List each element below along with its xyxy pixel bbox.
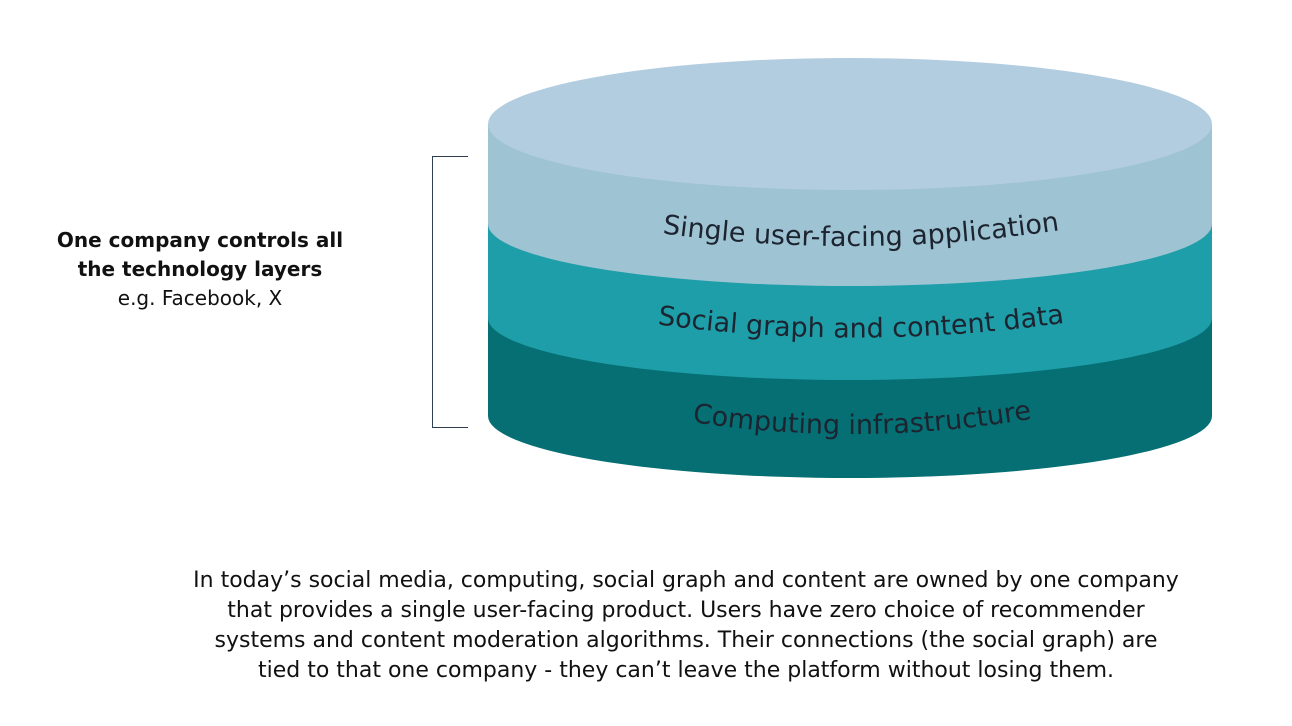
- annotation-bold-line-2: the technology layers: [77, 257, 323, 281]
- caption-line-2: that provides a single user-facing produ…: [227, 598, 1145, 623]
- caption-line-3: systems and content moderation algorithm…: [214, 628, 1158, 653]
- diagram-caption: In today’s social media, computing, soci…: [96, 566, 1276, 686]
- caption-line-1: In today’s social media, computing, soci…: [193, 568, 1179, 593]
- annotation-example: e.g. Facebook, X: [117, 286, 283, 310]
- cylinder-top-surface: [488, 58, 1212, 190]
- annotation-bold-line-1: One company controls all: [56, 228, 344, 252]
- caption-line-4: tied to that one company - they can’t le…: [257, 658, 1114, 683]
- layers-bracket: [432, 156, 468, 428]
- control-annotation: One company controls all the technology …: [10, 226, 390, 313]
